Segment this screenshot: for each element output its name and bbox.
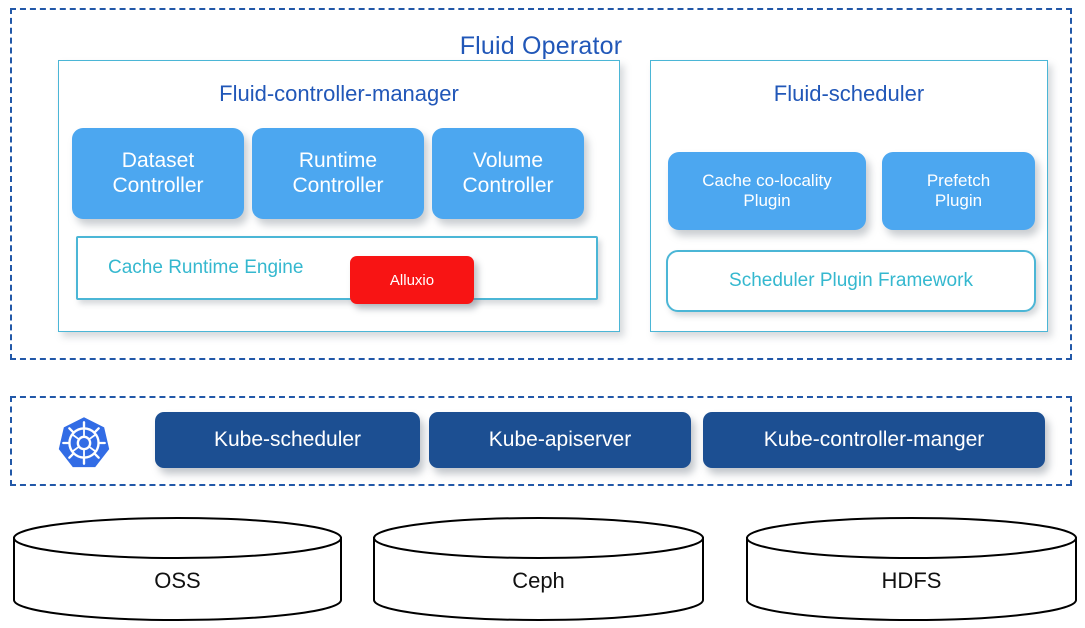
card-line-1: Dataset: [121, 149, 195, 173]
storage-cylinder-ceph: Ceph: [372, 516, 705, 622]
scheduler-plugin-framework-label: Scheduler Plugin Framework: [729, 270, 973, 291]
card-line-1: Volume: [472, 149, 544, 173]
card-line-2: Controller: [462, 173, 554, 197]
alluxio-label: Alluxio: [389, 271, 435, 289]
volume-controller-card[interactable]: Volume Controller: [432, 128, 584, 219]
fluid-scheduler-title: Fluid-scheduler: [773, 81, 925, 106]
cache-co-locality-plugin-label: Cache co-locality Plugin: [702, 171, 831, 210]
prefetch-plugin-label: Prefetch Plugin: [927, 171, 990, 210]
storage-label-hdfs: HDFS: [881, 568, 942, 593]
kube-controller-manager-box[interactable]: Kube-controller-manger: [703, 412, 1045, 468]
cache-co-locality-plugin-card[interactable]: Cache co-locality Plugin: [668, 152, 866, 230]
card-line-2: Controller: [292, 173, 384, 197]
card-line-2: Controller: [112, 173, 204, 197]
volume-controller-label: Volume Controller: [462, 149, 553, 198]
storage-label-ceph: Ceph: [512, 568, 565, 593]
kube-apiserver-box[interactable]: Kube-apiserver: [429, 412, 691, 468]
dataset-controller-label: Dataset Controller: [112, 149, 203, 198]
cache-runtime-engine-bar: Cache Runtime Engine: [76, 236, 598, 300]
card-line-2: Plugin: [743, 191, 791, 210]
cache-runtime-engine-label: Cache Runtime Engine: [108, 257, 304, 278]
storage-cylinder-oss: OSS: [12, 516, 343, 622]
kube-controller-manager-label: Kube-controller-manger: [763, 428, 985, 451]
storage-cylinder-hdfs: HDFS: [745, 516, 1078, 622]
prefetch-plugin-card[interactable]: Prefetch Plugin: [882, 152, 1035, 230]
kube-scheduler-label: Kube-scheduler: [213, 428, 362, 451]
runtime-controller-label: Runtime Controller: [292, 149, 383, 198]
kube-apiserver-label: Kube-apiserver: [488, 428, 632, 451]
kube-scheduler-box[interactable]: Kube-scheduler: [155, 412, 420, 468]
kubernetes-icon: [56, 415, 112, 471]
card-line-1: Runtime: [298, 149, 378, 173]
storage-label-oss: OSS: [154, 568, 201, 593]
card-line-1: Cache co-locality: [702, 171, 832, 191]
alluxio-badge[interactable]: Alluxio: [350, 256, 474, 304]
controller-manager-title: Fluid-controller-manager: [219, 81, 459, 106]
card-line-1: Prefetch: [926, 171, 991, 191]
scheduler-plugin-framework-bar: Scheduler Plugin Framework: [666, 250, 1036, 312]
runtime-controller-card[interactable]: Runtime Controller: [252, 128, 424, 219]
dataset-controller-card[interactable]: Dataset Controller: [72, 128, 244, 219]
page-title: Fluid Operator: [459, 32, 623, 60]
card-line-2: Plugin: [934, 191, 983, 210]
